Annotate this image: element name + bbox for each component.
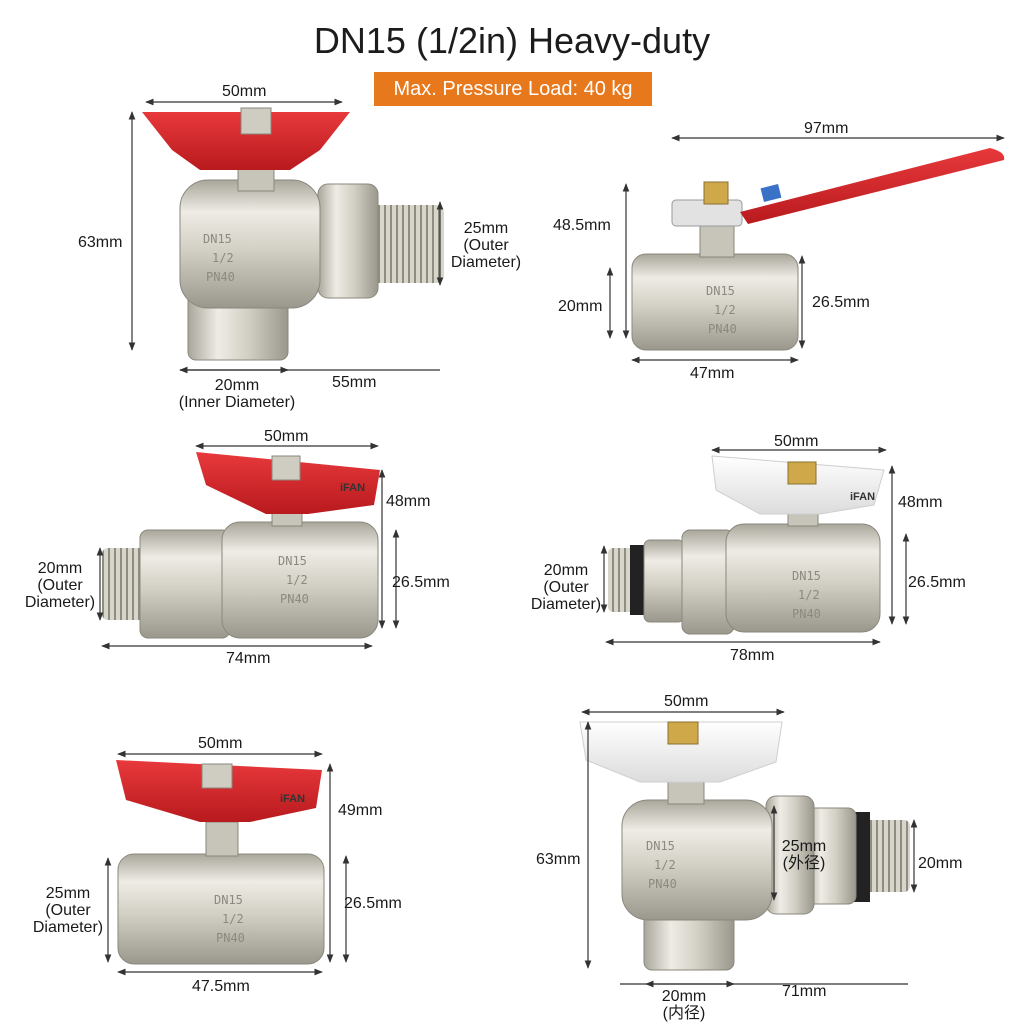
v2-body-label: 26.5mm [812,294,870,311]
v6-height-label: 63mm [536,851,581,868]
svg-text:PN40: PN40 [216,931,245,945]
brand-logo: iFAN [850,491,876,503]
v1-inner-label: 20mm (Inner Diameter) [178,377,296,411]
brand-logo: iFAN [280,793,306,805]
svg-text:PN40: PN40 [708,322,737,336]
v5-height-label: 49mm [338,802,383,819]
v4-body-label: 26.5mm [908,574,966,591]
svg-text:1/2: 1/2 [286,573,308,587]
v3-width-label: 50mm [264,428,309,445]
brand-logo: iFAN [340,482,366,494]
v6-length-label: 71mm [782,983,827,1000]
svg-text:PN40: PN40 [792,607,821,621]
v4-width-label: 50mm [774,433,819,450]
svg-text:DN15: DN15 [214,893,243,907]
dimension-lines [96,98,1005,988]
svg-text:DN15: DN15 [646,839,675,853]
v4-thread-label: 20mm (Outer Diameter) [530,562,602,613]
svg-text:1/2: 1/2 [222,912,244,926]
v3-height-label: 48mm [386,493,431,510]
valve-4-graphic: DN15 1/2 PN40 [608,455,885,635]
svg-text:1/2: 1/2 [798,588,820,602]
v2-height-label: 48.5mm [553,217,611,234]
valve-5-graphic: DN15 1/2 PN40 [116,760,325,965]
v2-lever-label: 97mm [804,120,849,137]
page-title: DN15 (1/2in) Heavy-duty [313,20,711,61]
v6-inner-label: 20mm (内径) [661,988,707,1022]
v2-length-label: 47mm [690,365,735,382]
svg-text:PN40: PN40 [280,592,309,606]
v6-thread-label: 20mm [918,855,963,872]
v1-length-label: 55mm [332,374,377,391]
svg-text:DN15: DN15 [706,284,735,298]
v2-bore-label: 20mm [558,298,603,315]
v3-length-label: 74mm [226,650,271,667]
v6-outer-label: 25mm (外径) [781,838,827,872]
v4-length-label: 78mm [730,647,775,664]
svg-text:1/2: 1/2 [654,858,676,872]
v5-body-label: 26.5mm [344,895,402,912]
v4-height-label: 48mm [898,494,943,511]
svg-text:PN40: PN40 [648,877,677,891]
pressure-badge: Max. Pressure Load: 40 kg [374,72,652,106]
svg-text:DN15: DN15 [203,232,232,246]
v6-width-label: 50mm [664,693,709,710]
svg-text:DN15: DN15 [278,554,307,568]
svg-text:PN40: PN40 [206,270,235,284]
v5-length-label: 47.5mm [192,978,250,995]
valve-6-graphic: DN15 1/2 PN40 [579,721,910,971]
valve-3-graphic: DN15 1/2 PN40 [102,452,380,639]
valve-1-graphic: DN15 1/2 PN40 [142,107,444,361]
svg-text:1/2: 1/2 [212,251,234,265]
v5-thread-label: 25mm (Outer Diameter) [32,885,104,936]
svg-text:DN15: DN15 [792,569,821,583]
v1-width-label: 50mm [222,83,267,100]
v1-thread-label: 25mm (Outer Diameter) [450,220,522,271]
valve-2-graphic: DN15 1/2 PN40 [631,148,1005,351]
v3-thread-label: 20mm (Outer Diameter) [24,560,96,611]
v5-width-label: 50mm [198,735,243,752]
svg-text:1/2: 1/2 [714,303,736,317]
v1-height-label: 63mm [78,234,123,251]
v3-body-label: 26.5mm [392,574,450,591]
